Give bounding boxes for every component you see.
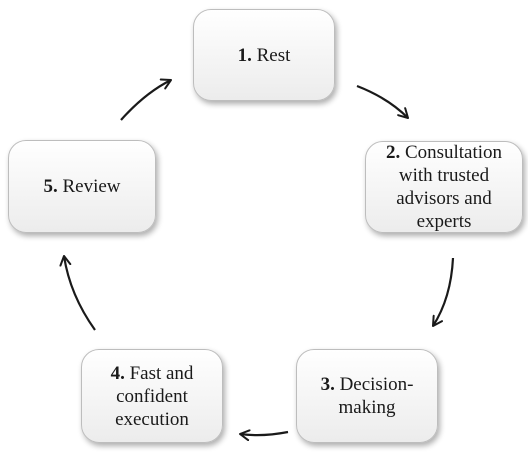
step-rest-text: 1. Rest bbox=[238, 44, 291, 67]
step-label: Decision- bbox=[339, 374, 414, 395]
arrow-2-to-3 bbox=[432, 257, 455, 327]
step-label: Consultation bbox=[404, 142, 503, 163]
step-review-text: 5. Review bbox=[43, 175, 120, 198]
step-label: experts bbox=[416, 211, 472, 232]
step-label: confident bbox=[116, 385, 188, 407]
arrow-1-to-2 bbox=[356, 84, 409, 119]
step-label: advisors and bbox=[396, 188, 492, 209]
step-decision-making: 3. Decision- making bbox=[296, 349, 438, 443]
step-review: 5. Review bbox=[8, 140, 156, 233]
arrow-5-to-1 bbox=[120, 78, 172, 121]
step-execution: 4. Fast and confident execution bbox=[81, 349, 223, 443]
step-number: 3. bbox=[320, 374, 335, 395]
step-label: execution bbox=[115, 408, 189, 430]
step-number: 5. bbox=[43, 176, 58, 197]
step-number: 4. bbox=[110, 362, 125, 384]
step-label: Fast and bbox=[129, 362, 194, 384]
step-consultation: 2. Consultation with trusted advisors an… bbox=[365, 141, 523, 233]
step-number: 2. bbox=[385, 142, 401, 163]
arrow-4-to-5 bbox=[59, 254, 96, 331]
step-rest: 1. Rest bbox=[193, 9, 335, 101]
step-execution-text: 4. Fast and confident execution bbox=[111, 362, 194, 431]
arrow-3-to-4 bbox=[239, 429, 289, 442]
step-label: making bbox=[338, 397, 396, 418]
step-label: Rest bbox=[256, 44, 291, 66]
step-decision-making-text: 3. Decision- making bbox=[321, 373, 414, 419]
step-label: Review bbox=[62, 176, 121, 197]
step-number: 1. bbox=[237, 44, 252, 66]
step-consultation-text: 2. Consultation with trusted advisors an… bbox=[386, 141, 502, 233]
step-label: with trusted bbox=[398, 165, 490, 186]
